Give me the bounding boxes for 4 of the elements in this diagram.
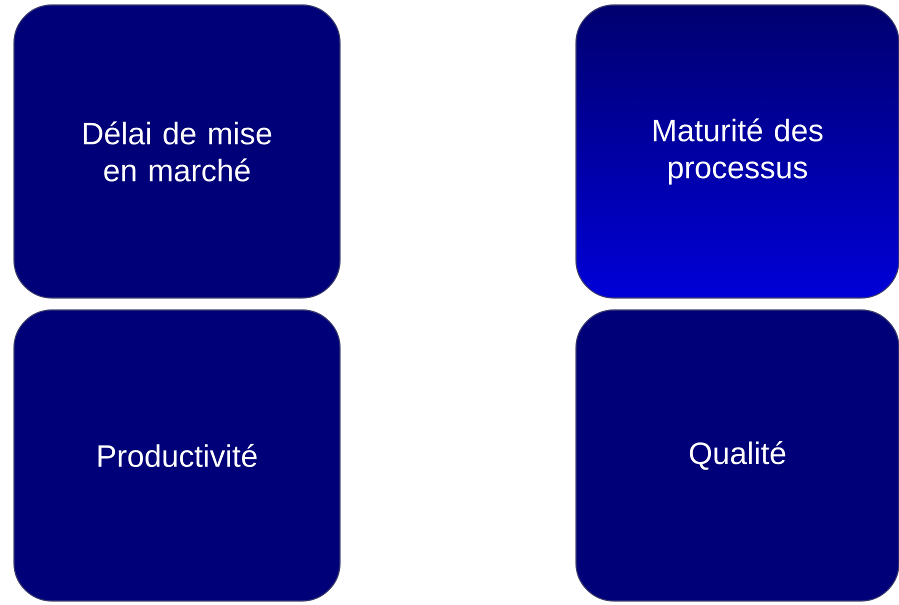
rounded-box: Délai de mise en marché [13,4,341,299]
rounded-box: Productivité [13,309,341,602]
rounded-box: Qualité [575,309,899,602]
rounded-box: Maturité des processus [575,4,899,299]
